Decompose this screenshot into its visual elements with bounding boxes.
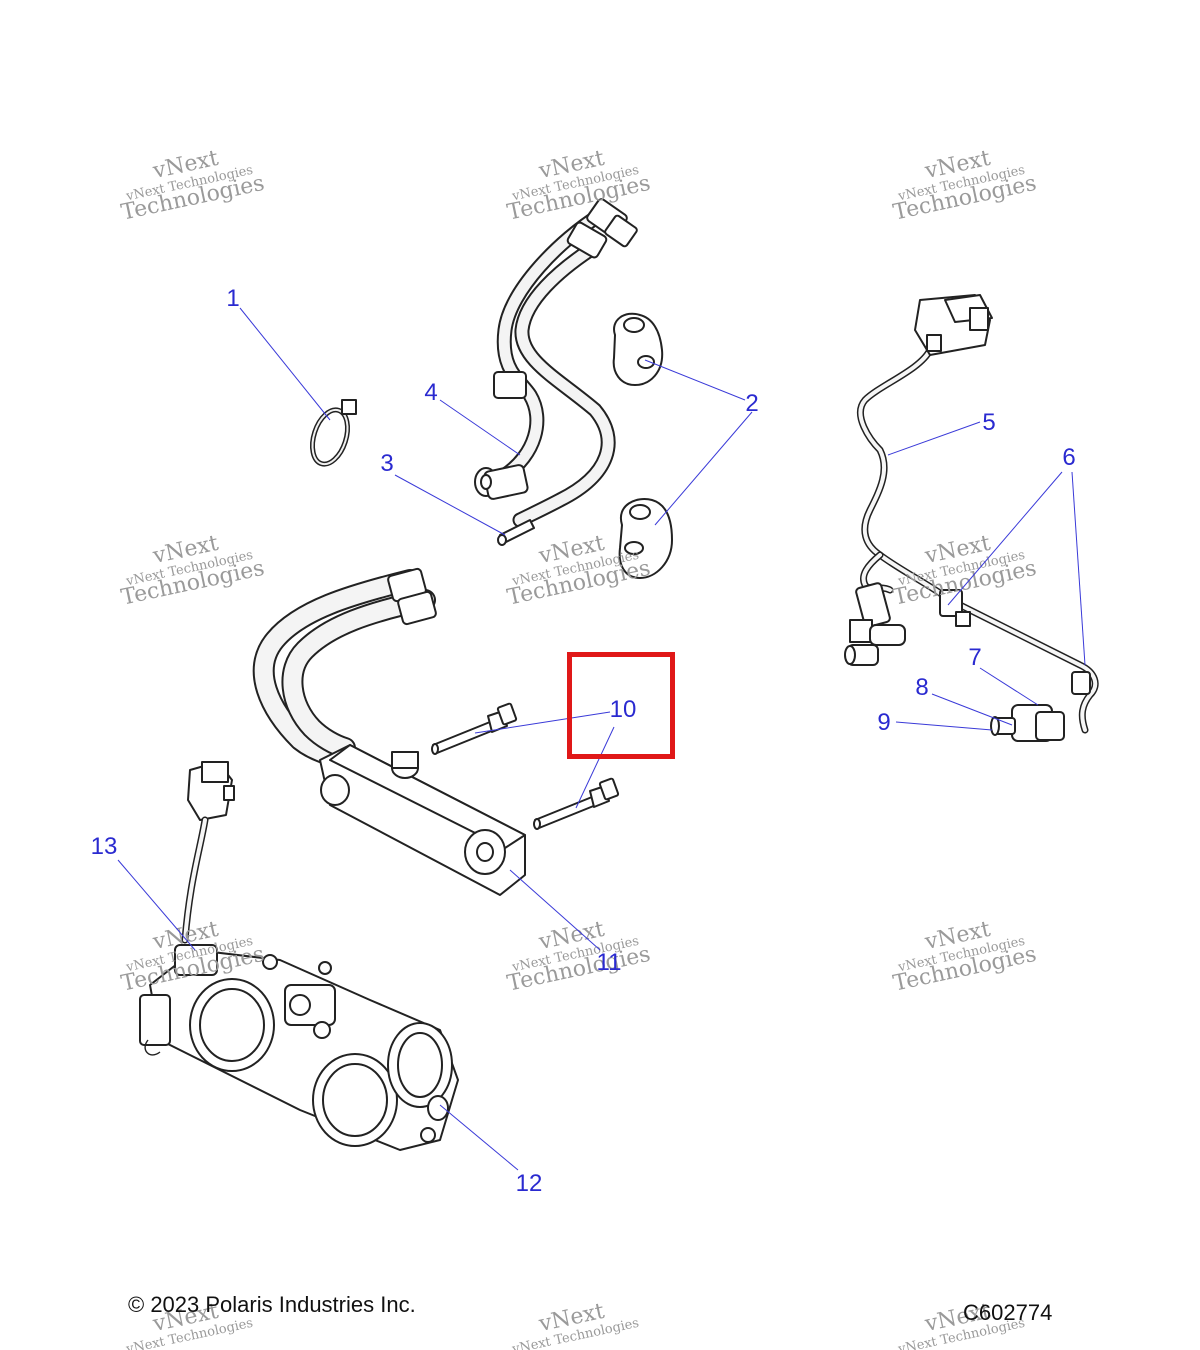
part-12-throttle-body (139, 944, 459, 1151)
leader-9 (895, 721, 993, 731)
leader-3 (394, 474, 506, 536)
callout-2[interactable]: 2 (745, 390, 758, 417)
callout-4[interactable]: 4 (424, 379, 437, 406)
leader-12 (439, 1104, 519, 1171)
callout-7[interactable]: 7 (968, 644, 981, 671)
part-2-grommets (612, 312, 673, 579)
leader-2a (644, 359, 746, 401)
leader-8 (931, 693, 1013, 726)
callout-10[interactable]: 10 (610, 696, 637, 723)
part-8-fuel-injector (990, 704, 1065, 742)
callout-6[interactable]: 6 (1062, 444, 1075, 471)
callout-5[interactable]: 5 (982, 409, 995, 436)
watermark: vNext vNext Technologies Technologies (891, 146, 1039, 226)
leader-4 (439, 399, 521, 456)
leader-7 (979, 667, 1039, 706)
leader-1 (239, 307, 331, 421)
callout-12[interactable]: 12 (516, 1170, 543, 1197)
leader-11 (509, 869, 601, 951)
leader-6b (1071, 471, 1086, 666)
callout-8[interactable]: 8 (915, 674, 928, 701)
watermark: vNext vNext Technologies Technologies (505, 917, 653, 997)
watermark: vNext vNext Technologies Technologies (119, 146, 267, 226)
watermark: vNext vNext Technologies Technologies (119, 531, 267, 611)
part-5-wiring-harness (844, 294, 1099, 734)
watermark: vNext vNext Technologies (510, 1299, 640, 1350)
part-6-injector-retainer (1071, 671, 1091, 695)
callout-1[interactable]: 1 (226, 285, 239, 312)
diagram-id: C602774 (963, 1300, 1053, 1325)
callout-numbers: 1 2 3 4 5 6 7 8 9 10 11 12 13 (91, 285, 1076, 1197)
leader-10b (575, 726, 615, 809)
callout-3[interactable]: 3 (380, 450, 393, 477)
leader-13 (117, 859, 196, 951)
callout-13[interactable]: 13 (91, 833, 118, 860)
leader-2b (654, 411, 753, 526)
leader-6a (947, 471, 1063, 606)
leader-lines (117, 307, 1086, 1171)
part-10-bolts (431, 702, 620, 830)
part-4-fuel-hose (474, 198, 638, 546)
watermark: vNext vNext Technologies Technologies (505, 146, 653, 226)
highlight-box-callout-10 (567, 652, 675, 759)
watermark: vNext vNext Technologies Technologies (891, 917, 1039, 997)
part-13-sensor (181, 761, 235, 944)
callout-11[interactable]: 11 (597, 949, 622, 976)
copyright-notice: © 2023 Polaris Industries Inc. (128, 1292, 416, 1317)
callout-9[interactable]: 9 (877, 709, 890, 736)
part-1-cable-tie (309, 399, 357, 467)
part-11-fuel-rail (252, 567, 526, 896)
leader-10a (474, 711, 611, 734)
leader-5 (887, 421, 981, 456)
